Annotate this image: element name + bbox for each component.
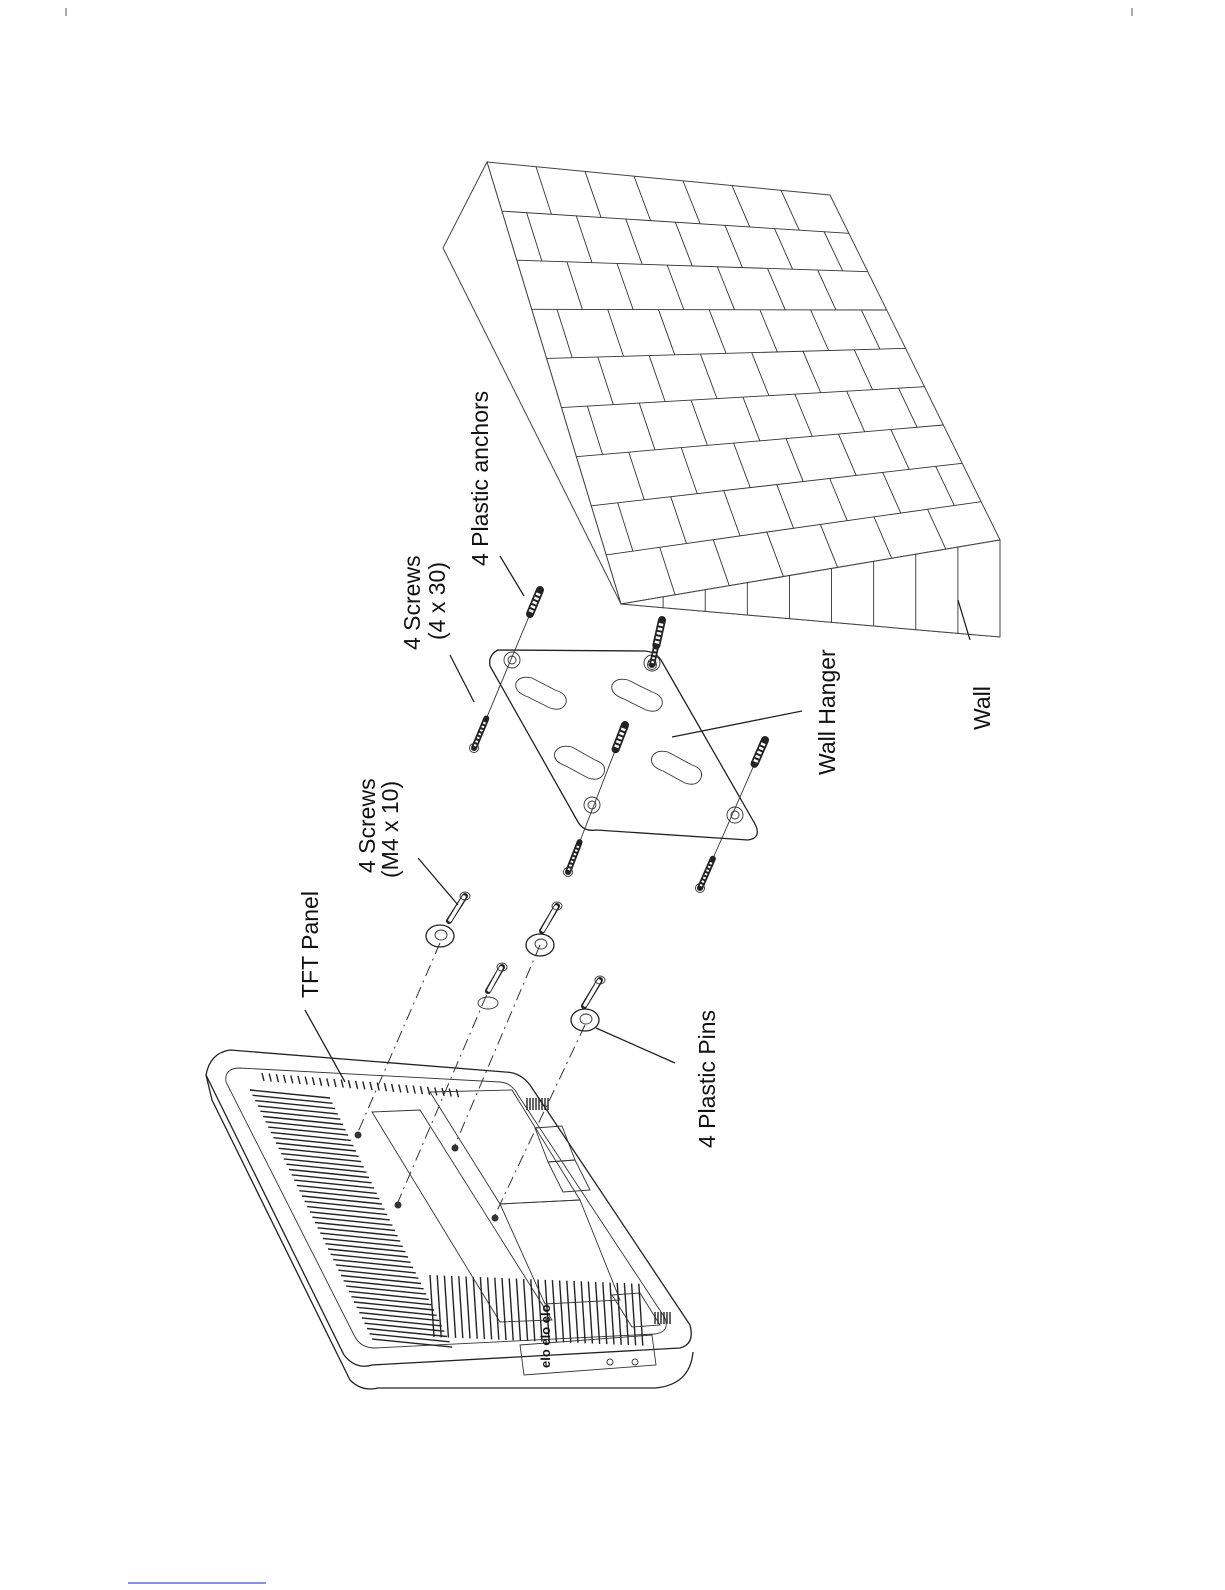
vent-slot [452,1276,456,1338]
vent-slots-left [250,1090,452,1347]
vent-slot [420,1086,422,1094]
vent-slot [449,1089,451,1097]
vent-slot [588,1282,592,1344]
plastic-pins [426,892,605,1031]
label-screws-4x30-line2: (4 x 30) [424,562,450,640]
label-plastic-anchors: 4 Plastic anchors [467,391,493,566]
vent-slot [392,1084,394,1092]
label-wall: Wall [969,686,995,730]
vent-slot [459,1276,463,1338]
vent-slot [473,1277,477,1339]
vent-slot [502,1278,506,1340]
vent-slot [370,1082,372,1090]
vent-slot [305,1077,307,1085]
vent-slot [430,1275,434,1337]
crop-marks [66,8,1132,16]
vent-slot [437,1275,441,1337]
vent-slot [466,1277,470,1339]
vent-slot [488,1277,492,1339]
alignment-lines [358,943,585,1215]
vent-slot [574,1281,578,1343]
vent-slot [334,1079,336,1087]
vent-slot [320,1078,322,1086]
vent-slot [291,1075,293,1083]
vent-slot [531,1279,535,1341]
washer [478,997,498,1009]
wall-hanger [490,650,758,840]
keyhole-slot [651,751,701,784]
wall-screws-and-anchors [470,590,766,893]
vent-slot [269,1074,271,1082]
keyhole-slot [554,746,604,779]
vent-slot [560,1280,564,1342]
vent-slot [262,1073,264,1081]
vent-slot [406,1085,408,1093]
keyhole-slot [612,679,663,711]
vent-slot [456,1089,458,1097]
vent-slot [428,1087,430,1095]
vent-slot [444,1276,448,1338]
vent-slot [348,1080,350,1088]
label-tft-panel: TFT Panel [297,891,323,998]
mount-hole [492,1215,499,1222]
vent-slot [524,1279,528,1341]
vent-slot [284,1075,286,1083]
vent-slot [581,1281,585,1343]
vent-slot [509,1278,513,1340]
keyhole-slot [516,677,567,709]
mount-hole [395,1202,402,1209]
vent-slot [610,1283,614,1345]
tft-panel: elo elo elo [206,1050,693,1389]
vent-slot [327,1078,329,1086]
vent-slot [298,1076,300,1084]
vent-slot [567,1281,571,1343]
brand-logo: elo elo elo [538,1304,553,1368]
vent-slot [495,1278,499,1340]
vent-slot [552,1280,556,1342]
label-wall-hanger: Wall Hanger [814,649,840,775]
mount-hole [452,1145,459,1152]
vent-slot [516,1279,520,1341]
label-plastic-pins: 4 Plastic Pins [694,1010,720,1148]
vent-slot [363,1081,365,1089]
label-screws-4x30-line1: 4 Screws [399,555,425,650]
power-button-icon [607,1359,613,1365]
vent-slot [480,1277,484,1339]
vent-slot [596,1282,600,1344]
mount-hole [355,1132,362,1139]
vent-slots-right [527,1098,670,1324]
vent-slot [399,1084,401,1092]
vent-slot [603,1282,607,1344]
vent-slot [341,1080,343,1088]
plastic-pin [571,1009,599,1031]
vent-slot [356,1081,358,1089]
label-screws-m4-line2: (M4 x 10) [377,781,403,878]
vent-slot [312,1077,314,1085]
vent-slot [384,1083,386,1091]
vent-slot [413,1086,415,1094]
wall [443,162,1000,637]
led-icon [632,1359,638,1365]
vent-slot [276,1074,278,1082]
